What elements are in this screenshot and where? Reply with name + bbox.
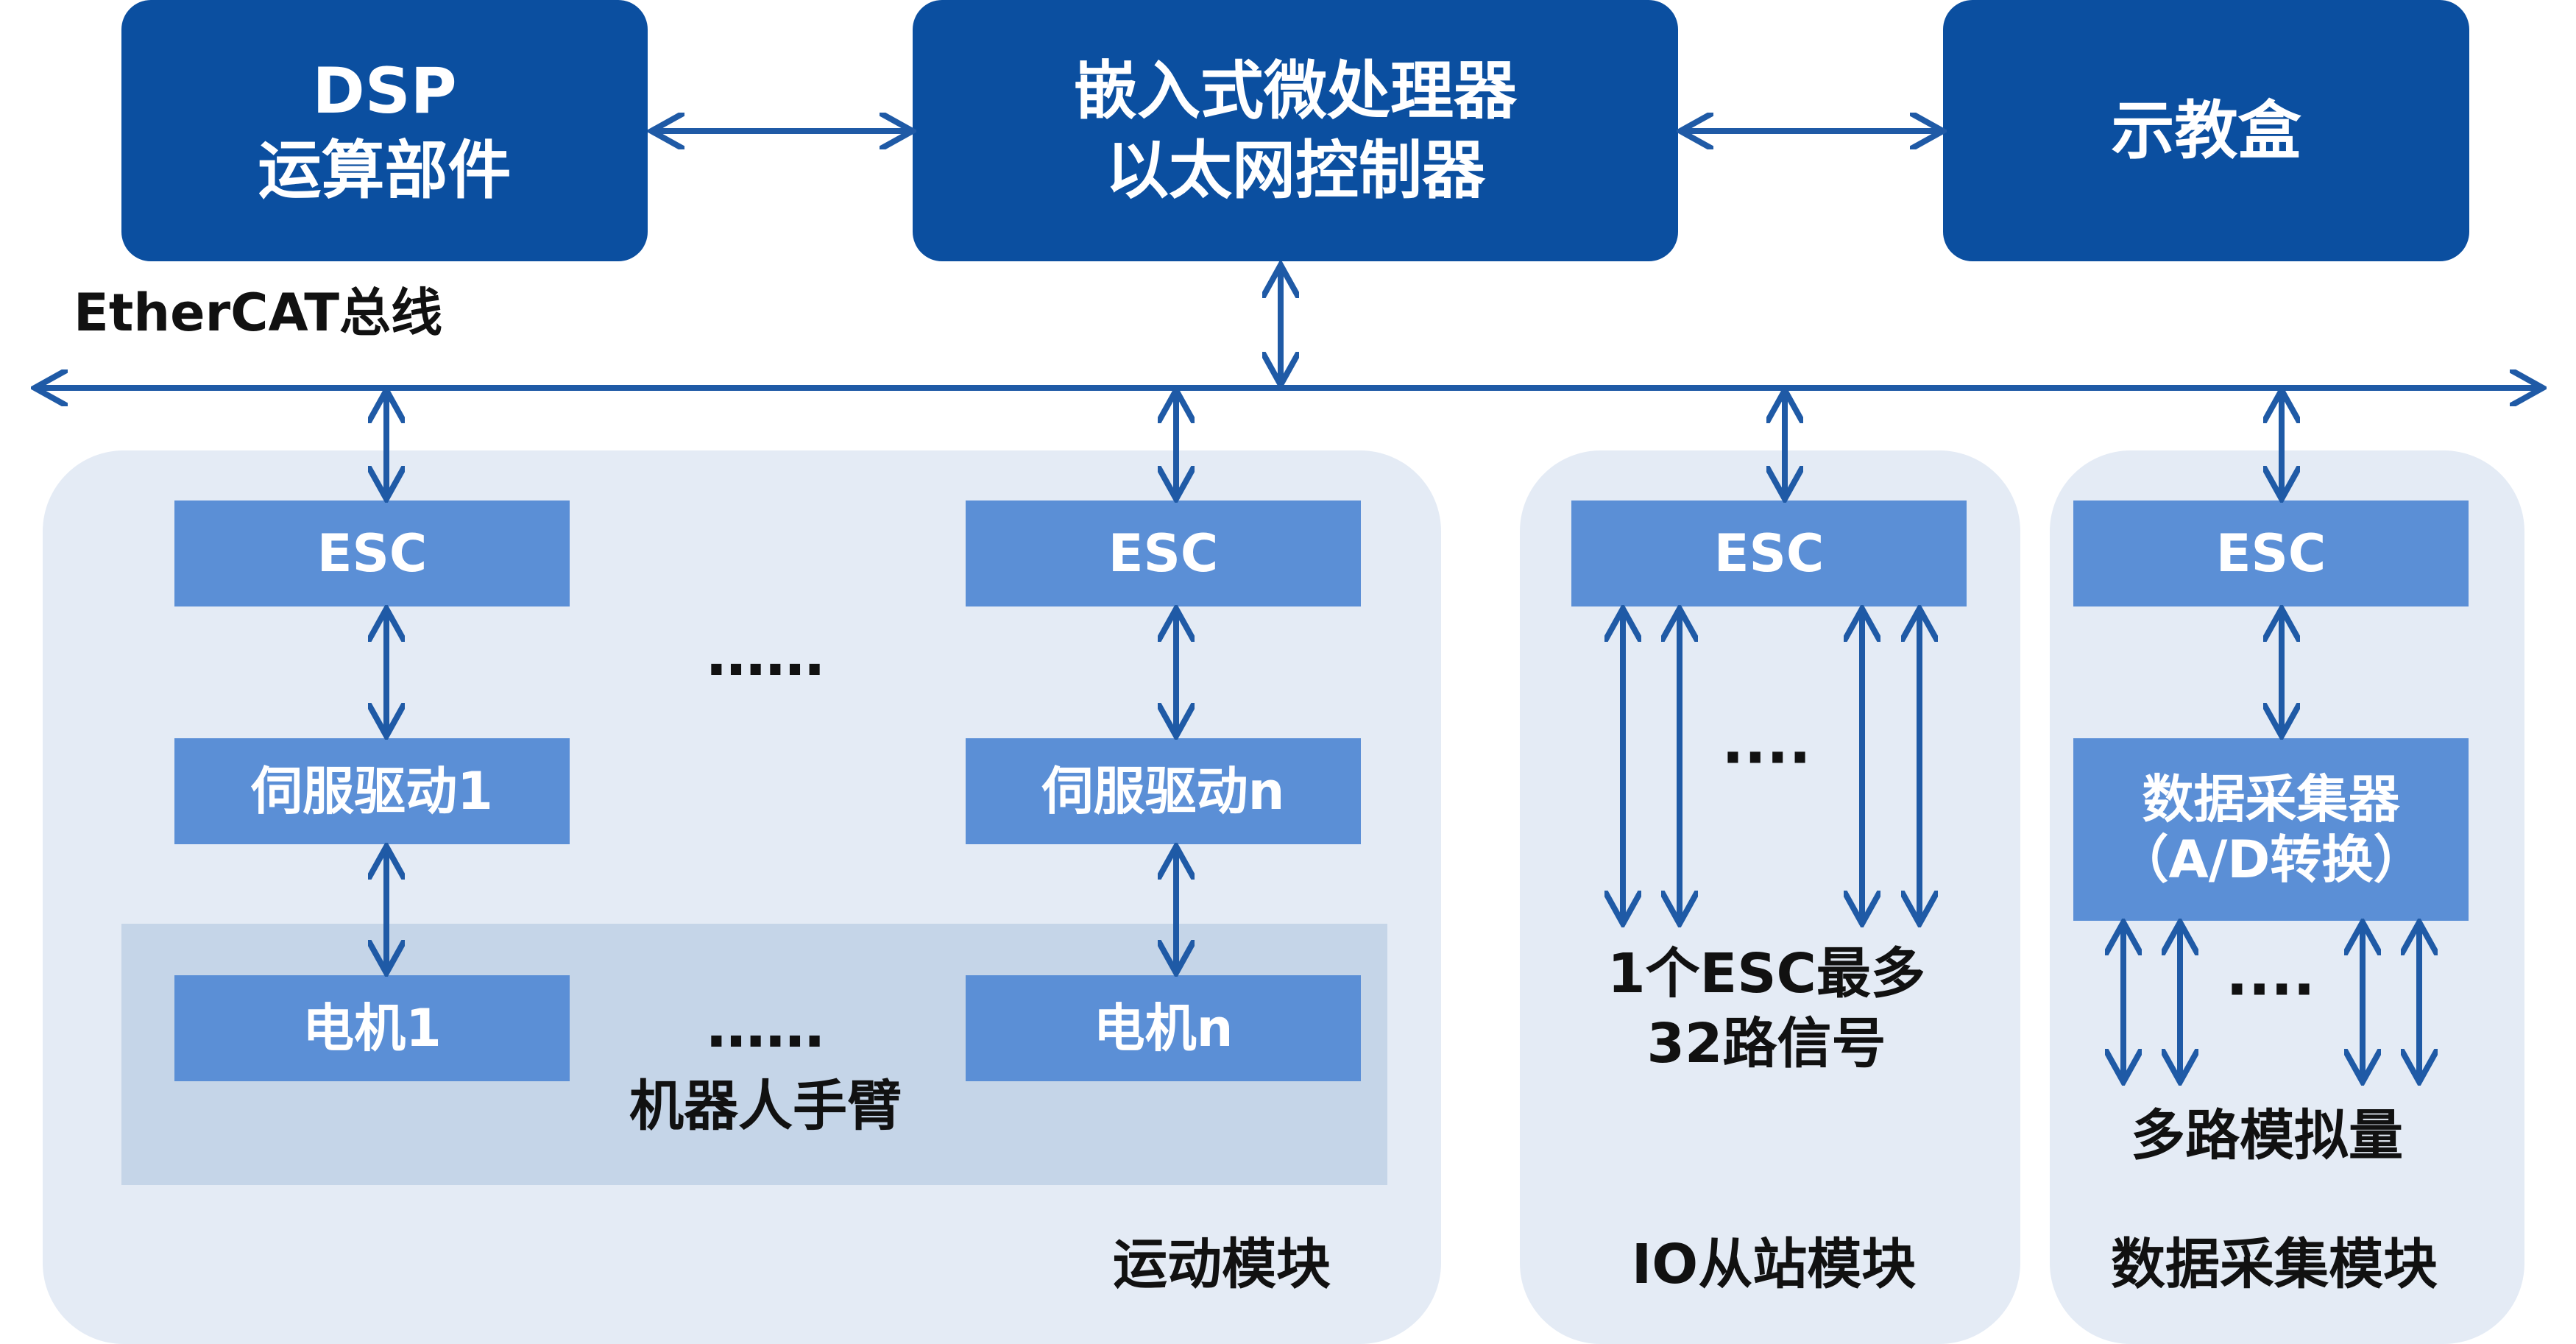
teach-pendant-box: 示教盒 bbox=[1943, 0, 2469, 261]
motor-1-box: 电机1 bbox=[174, 975, 570, 1081]
ethercat-bus-label: EtherCAT总线 bbox=[74, 283, 442, 343]
daq-module-label: 数据采集模块 bbox=[2111, 1233, 2438, 1296]
esc-label-motion-1: ESC bbox=[316, 523, 428, 584]
embedded-cpu-box: 嵌入式微处理器 以太网控制器 bbox=[913, 0, 1678, 261]
motion-module-label: 运动模块 bbox=[1113, 1233, 1331, 1296]
esc-label-daq: ESC bbox=[2215, 523, 2326, 584]
servo-drive-1-box: 伺服驱动1 bbox=[174, 738, 570, 844]
motor-n-label: 电机n bbox=[1093, 998, 1234, 1058]
data-collector-line2: （A/D转换） bbox=[2117, 830, 2425, 890]
data-collector-box: 数据采集器 （A/D转换） bbox=[2073, 738, 2469, 921]
io-signal-note-line2: 32路信号 bbox=[1646, 1012, 1886, 1075]
dsp-unit-box: DSP 运算部件 bbox=[121, 0, 648, 261]
esc-box-motion-1: ESC bbox=[174, 501, 570, 606]
esc-label-io: ESC bbox=[1713, 523, 1825, 584]
motion-ellipsis-top: …… bbox=[707, 620, 824, 689]
servo-drive-1-label: 伺服驱动1 bbox=[251, 761, 493, 821]
daq-ellipsis: ···· bbox=[2226, 955, 2315, 1024]
data-collector-line1: 数据采集器 bbox=[2142, 769, 2400, 830]
motor-1-label: 电机1 bbox=[302, 998, 442, 1058]
io-module-label: IO从站模块 bbox=[1631, 1233, 1917, 1296]
servo-drive-n-box: 伺服驱动n bbox=[966, 738, 1361, 844]
robot-arm-label: 机器人手臂 bbox=[629, 1075, 902, 1138]
embedded-cpu-line1: 嵌入式微处理器 bbox=[1074, 54, 1517, 128]
io-signal-note-line1: 1个ESC最多 bbox=[1607, 942, 1925, 1005]
analog-channels-label: 多路模拟量 bbox=[2131, 1104, 2403, 1167]
motion-ellipsis-bottom: …… bbox=[707, 992, 824, 1061]
servo-drive-n-label: 伺服驱动n bbox=[1041, 761, 1285, 821]
esc-box-daq: ESC bbox=[2073, 501, 2469, 606]
dsp-unit-line1: DSP bbox=[312, 54, 457, 128]
embedded-cpu-line2: 以太网控制器 bbox=[1105, 133, 1485, 208]
esc-label-motion-n: ESC bbox=[1108, 523, 1219, 584]
esc-box-io: ESC bbox=[1571, 501, 1967, 606]
esc-box-motion-n: ESC bbox=[966, 501, 1361, 606]
dsp-unit-line2: 运算部件 bbox=[258, 133, 512, 208]
teach-pendant-label: 示教盒 bbox=[2111, 93, 2301, 168]
motor-n-box: 电机n bbox=[966, 975, 1361, 1081]
io-ellipsis: ···· bbox=[1722, 724, 1811, 792]
